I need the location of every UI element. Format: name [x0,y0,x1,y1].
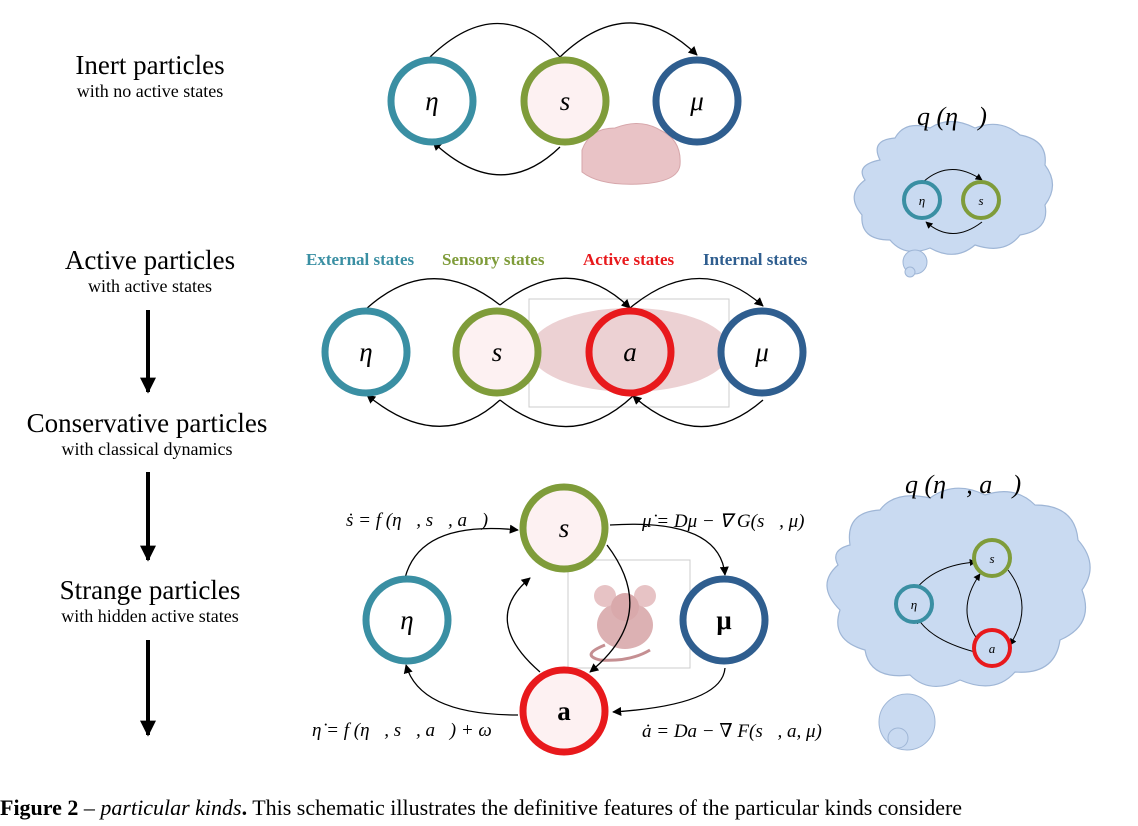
legend-external-states: External states [306,250,415,269]
node-s-label: s [492,337,503,367]
node-eta-label: η [911,597,917,612]
row-subtitle: with no active states [76,81,224,101]
belief-label-eta: q (η⃗) [917,102,987,131]
row-label-strange: Strange particles with hidden active sta… [30,575,270,627]
node-eta [387,56,477,146]
row-title: Inert particles [75,50,225,80]
node-a [519,666,609,756]
thought-cloud-strange: η s a [826,487,1091,751]
equation-mu: μ̇ = Dμ − ∇ G(s⃗, μ) [642,511,805,532]
node-mu [652,56,742,146]
node-s [452,307,542,397]
node-s [961,180,1001,220]
rock-image [581,123,681,185]
node-mu [717,307,807,397]
equation-a: ȧ = Da − ∇ F(s⃗, a, μ) [642,721,822,742]
node-a-label: a [623,337,637,367]
row-subtitle: with hidden active states [61,606,239,626]
node-mu-label: μ [754,337,769,367]
node-eta-label: η [400,605,413,635]
node-eta-label: η [919,193,925,208]
figure-caption: Figure 2 – particular kinds. This schema… [0,795,1138,821]
row-label-conservative: Conservative particles with classical dy… [0,408,294,460]
row-label-inert: Inert particles with no active states [60,50,240,102]
row-subtitle: with active states [88,276,212,296]
node-a-label: a [989,641,996,656]
row-title: Active particles [64,245,236,275]
node-s-label: s [560,86,571,116]
node-a [585,307,675,397]
node-eta [362,575,452,665]
node-eta [902,180,942,220]
node-eta [894,584,934,624]
equation-eta: η̇ = f (η⃗, s⃗, a⃗) + ω [312,720,492,741]
caption-title: particular kinds [100,795,242,820]
caption-text: This schematic illustrates the definitiv… [247,795,963,820]
active-row: η s a μ [321,277,807,428]
node-a [972,628,1012,668]
node-eta-label: η [359,337,372,367]
cloud-shape [853,120,1054,255]
node-s [520,56,610,146]
row-title: Conservative particles [26,408,268,438]
node-eta [321,307,411,397]
row-title: Strange particles [59,575,241,605]
node-eta-label: η [425,86,438,116]
particle-diagram: η s μ η s a μ [140,22,1091,756]
caption-figure-number: Figure 2 [0,795,79,820]
node-mu [679,575,769,665]
inert-row: η s μ [387,22,742,185]
cell-image [530,308,730,392]
node-mu-label: μ [689,86,704,116]
node-s [519,483,609,573]
node-a-label: a [557,696,571,726]
belief-label-eta-a: q (η⃗, a⃗) [905,470,1022,499]
caption-dot: . [241,795,248,820]
row-subtitle: with classical dynamics [61,439,233,459]
node-s-label: s [978,193,983,208]
node-s-label: s [559,513,570,543]
legend-sensory-states: Sensory states [442,250,545,269]
legend-internal-states: Internal states [703,250,808,269]
row-label-active: Active particles with active states [50,245,250,297]
strange-row: η s μ a [362,483,769,756]
legend-active-states: Active states [583,250,675,269]
node-s [972,538,1012,578]
equation-s: ṡ = f (η⃗, s⃗, a⃗) [346,510,489,531]
thought-cloud-inert: η s [853,120,1054,278]
node-s-label: s [989,551,994,566]
cloud-shape [826,487,1091,687]
node-mu-label: μ [716,605,731,635]
caption-dash: – [78,795,101,820]
mouse-image [589,585,656,662]
